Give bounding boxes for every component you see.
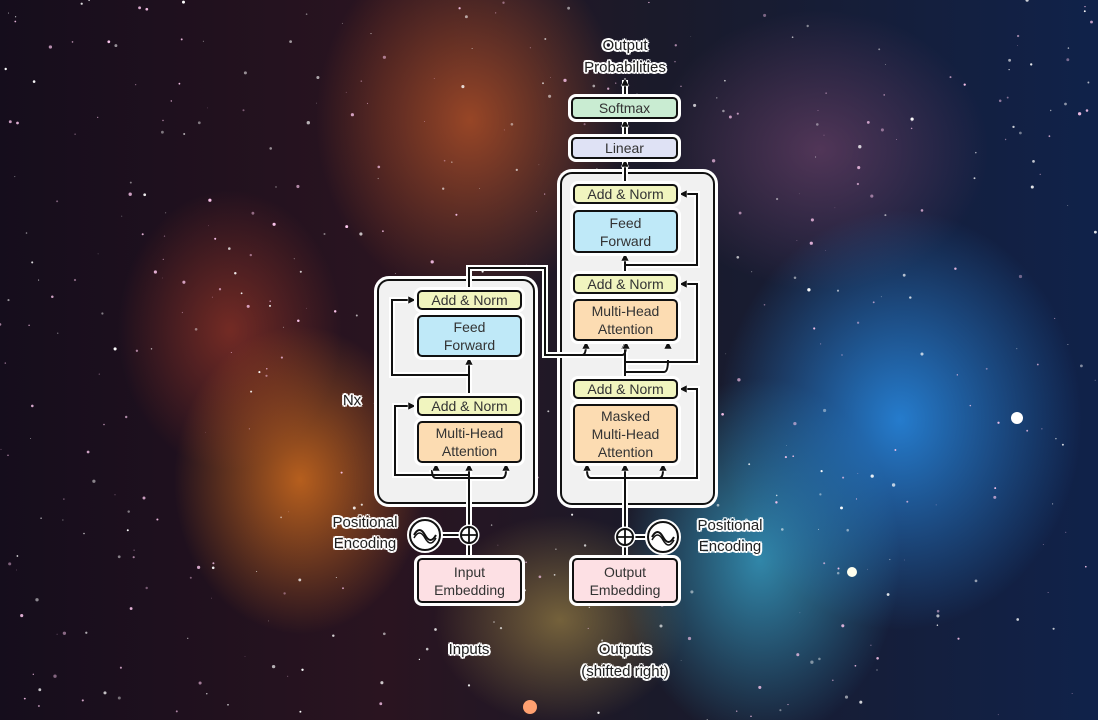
arrowhead-icon: [582, 462, 592, 472]
arrowhead-icon: [678, 189, 688, 199]
arrowhead-icon: [620, 77, 630, 87]
decoder-add-norm-3: Add & Norm: [573, 184, 678, 204]
outputs-label: Outputs(shifted right): [581, 641, 669, 680]
arrowhead-icon: [464, 356, 474, 366]
add-circle-icon: [458, 524, 480, 546]
arrowhead-icon: [620, 462, 630, 472]
add-circle-icon: [614, 526, 636, 548]
arrowhead-icon: [620, 252, 630, 262]
encoder-add-norm-2: Add & Norm: [417, 290, 522, 310]
decoder-add-norm-2: Add & Norm: [573, 274, 678, 294]
arrowhead-icon: [501, 462, 511, 472]
linear-block: Linear: [571, 137, 678, 159]
arrowhead-icon: [407, 295, 417, 305]
arrowhead-icon: [621, 340, 631, 350]
decoder-add-norm-1: Add & Norm: [573, 379, 678, 399]
arrowhead-icon: [620, 118, 630, 128]
arrowhead-icon: [658, 462, 668, 472]
arrowhead-icon: [407, 401, 417, 411]
arrowhead-icon: [431, 462, 441, 472]
arrowhead-icon: [678, 384, 688, 394]
arrowhead-icon: [464, 462, 474, 472]
encoder-add-norm-1: Add & Norm: [417, 396, 522, 416]
arrowhead-icon: [581, 340, 591, 350]
arrowhead-icon: [663, 340, 673, 350]
softmax-block: Softmax: [571, 97, 678, 119]
inputs-label: Inputs: [448, 641, 490, 658]
sine-wave-icon: [645, 519, 681, 555]
arrowhead-icon: [678, 279, 688, 289]
sine-wave-icon: [407, 517, 443, 553]
arrowhead-icon: [620, 158, 630, 168]
nx-label: Nx: [342, 392, 362, 409]
